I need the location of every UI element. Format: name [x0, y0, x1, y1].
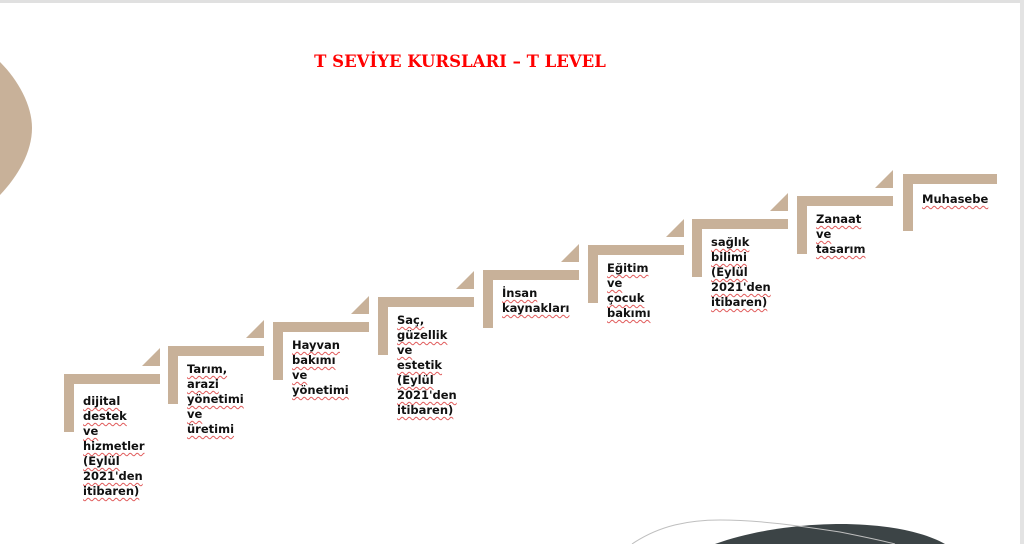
step-label-line: yönetimi ve — [187, 392, 244, 421]
step-label-line: Hayvan — [292, 338, 340, 352]
step-horizontal-bar — [273, 322, 369, 332]
step-label-line: Zanaat ve — [816, 212, 862, 241]
step-label-line: sağlık bilimi — [711, 235, 750, 264]
step-label-line: itibaren) — [83, 484, 140, 498]
step-vertical-bar — [903, 174, 913, 231]
step-corner-triangle — [875, 170, 893, 188]
step-corner-triangle — [246, 320, 264, 338]
step-label-line: itibaren) — [397, 403, 454, 417]
step-label-line: bakımı ve — [292, 353, 336, 382]
step-horizontal-bar — [692, 219, 788, 229]
step-label-line: 2021'den — [711, 280, 771, 294]
step-label-line: (Eylül — [711, 265, 748, 279]
step-horizontal-bar — [483, 270, 579, 280]
step-label-line: dijital destek — [83, 394, 127, 423]
step-label-line: Muhasebe — [922, 192, 989, 206]
step-label-line: ve hizmetler — [83, 424, 145, 453]
step-corner-triangle — [561, 244, 579, 262]
step-vertical-bar — [797, 196, 807, 254]
step-corner-triangle — [456, 271, 474, 289]
step-label-line: çocuk — [607, 291, 645, 305]
step-vertical-bar — [692, 219, 702, 277]
step-corner-triangle — [666, 219, 684, 237]
step-label-line: tasarım — [816, 242, 866, 256]
step-vertical-bar — [483, 270, 493, 328]
step-label-line: üretimi — [187, 422, 235, 436]
page-title: T SEVİYE KURSLARI – T LEVEL — [314, 52, 606, 71]
step-label-line: İnsan — [502, 286, 538, 300]
step-horizontal-bar — [588, 245, 684, 255]
step-label: Muhasebe — [922, 192, 988, 207]
step-horizontal-bar — [378, 297, 474, 307]
step-horizontal-bar — [168, 346, 264, 356]
step-label-line: Tarım, arazi — [187, 362, 228, 391]
step-label-line: (Eylül — [83, 454, 120, 468]
bottom-thin-curve-line — [631, 519, 896, 544]
step-vertical-bar — [64, 374, 74, 432]
step-label-line: kaynakları — [502, 301, 570, 315]
bottom-dark-swoosh-shape — [715, 524, 945, 544]
step-corner-triangle — [142, 348, 160, 366]
step-label-line: 2021'den — [83, 469, 143, 483]
window-top-border — [0, 0, 1024, 3]
step-vertical-bar — [168, 346, 178, 404]
step-label-line: itibaren) — [711, 295, 768, 309]
step-label-line: bakımı — [607, 306, 651, 320]
step-vertical-bar — [378, 297, 388, 355]
step-label-line: 2021'den — [397, 388, 457, 402]
step-label-line: yönetimi — [292, 383, 349, 397]
window-scrollbar-edge — [1020, 0, 1024, 544]
step-horizontal-bar — [797, 196, 893, 206]
step-horizontal-bar — [64, 374, 160, 384]
step-horizontal-bar — [903, 174, 997, 184]
step-corner-triangle — [351, 296, 369, 314]
step-vertical-bar — [273, 322, 283, 380]
step-vertical-bar — [588, 245, 598, 303]
step-label-line: (Eylül — [397, 373, 434, 387]
left-beige-blob-shape — [0, 62, 32, 195]
step-label-line: Saç, güzellik — [397, 313, 448, 342]
step-label-line: ve estetik — [397, 343, 443, 372]
step-label-line: Eğitim ve — [607, 261, 649, 290]
step-corner-triangle — [770, 193, 788, 211]
